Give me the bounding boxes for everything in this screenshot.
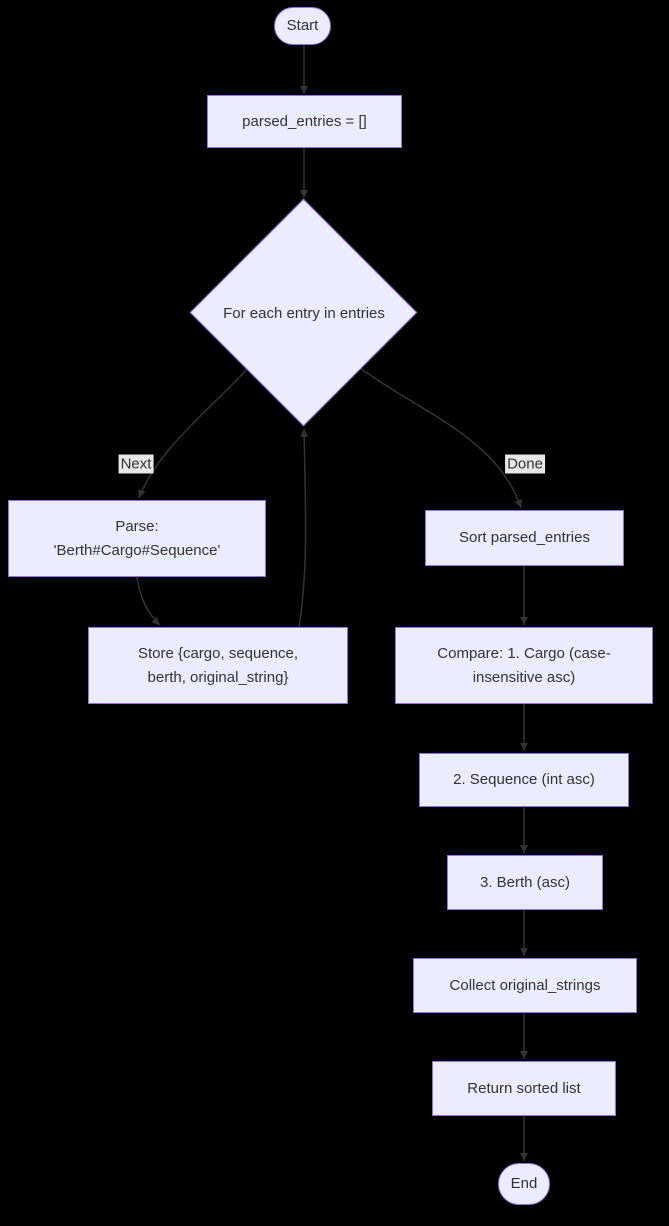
edge-label-next: Next xyxy=(118,454,154,474)
return-node: Return sorted list xyxy=(432,1061,616,1116)
start-node: Start xyxy=(274,7,331,45)
edge-label-done: Done xyxy=(505,454,545,474)
compare-node: Compare: 1. Cargo (case- insensitive asc… xyxy=(395,627,653,704)
edge-parse-store xyxy=(136,576,161,626)
edge-loop-parse xyxy=(138,367,249,499)
parse-node: Parse: 'Berth#Cargo#Sequence' xyxy=(8,500,266,577)
berth-node: 3. Berth (asc) xyxy=(447,855,603,910)
collect-node: Collect original_strings xyxy=(413,958,637,1013)
sort-node: Sort parsed_entries xyxy=(425,510,624,566)
loop-decision-label: For each entry in entries xyxy=(223,304,385,322)
sequence-node: 2. Sequence (int asc) xyxy=(419,753,629,807)
edge-store-loop xyxy=(298,428,309,628)
end-node: End xyxy=(498,1163,550,1205)
edge-loop-sort xyxy=(359,367,523,509)
init-node: parsed_entries = [] xyxy=(207,95,402,148)
store-node: Store {cargo, sequence, berth, original_… xyxy=(88,627,348,704)
